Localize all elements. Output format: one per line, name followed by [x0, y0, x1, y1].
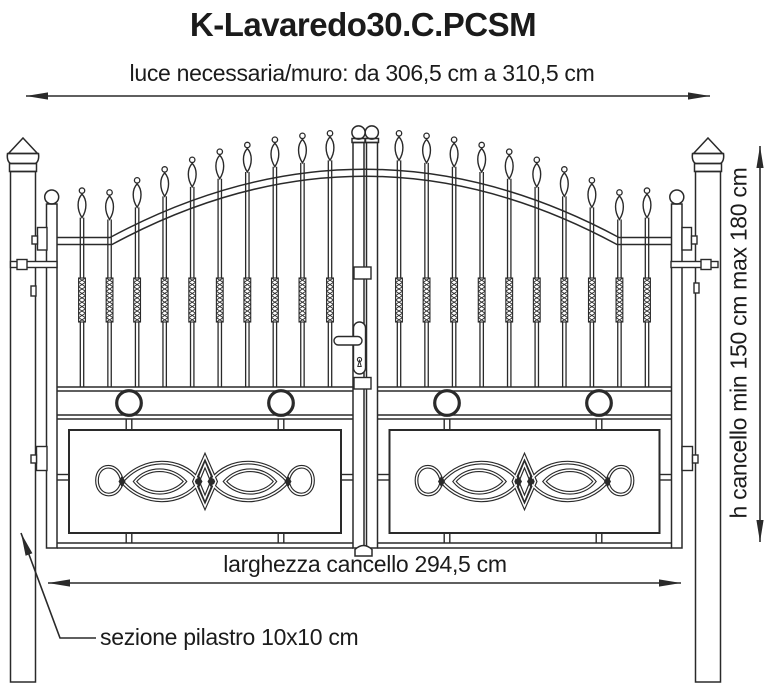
left-pillar-plate — [30, 285, 37, 297]
lower-right-hinge-bolt — [691, 454, 699, 464]
door-handle — [333, 335, 363, 346]
lower-right-hinge — [681, 445, 694, 472]
left-pillar — [6, 136, 40, 683]
panel-stubs — [57, 419, 672, 543]
left-pillar-body — [9, 170, 37, 683]
band-rings — [115, 389, 613, 417]
product-title: K-Lavaredo30.C.PCSM — [189, 6, 537, 43]
left-pillar-cap-point — [6, 136, 40, 155]
lock-set — [333, 266, 372, 390]
right-stile — [670, 203, 683, 549]
center-right-ball-finial — [364, 125, 380, 140]
upper-right-hinge — [681, 226, 693, 251]
horizontal-rails — [57, 386, 672, 549]
lower-left-hinge — [35, 445, 48, 472]
left-bracket-bar — [9, 260, 58, 269]
scroll-ornament-left — [95, 451, 315, 512]
left-pillar-cap-base — [8, 162, 38, 173]
latch-keep-upper — [353, 266, 372, 280]
right-pillar-plate — [693, 282, 700, 294]
right-pillar-body — [694, 170, 722, 683]
upper-left-hinge — [36, 226, 48, 251]
right-pillar-cap-point — [691, 136, 725, 155]
right-pillar-cap-base — [693, 162, 723, 173]
height-dimension-arrow — [756, 146, 764, 542]
left-bracket-buckle — [16, 258, 28, 271]
keyhole-slot — [357, 358, 362, 367]
upper-left-hinge-bolt — [31, 235, 39, 245]
center-right-post — [365, 141, 379, 549]
lock-escutcheon — [352, 321, 367, 375]
right-bracket-bar — [670, 260, 719, 269]
left-stile — [45, 203, 58, 549]
gate-width-label: larghezza cancello 294,5 cm — [223, 551, 507, 577]
pillar-leader-arrow — [20, 532, 96, 639]
left-stile-ball-finial — [43, 189, 60, 205]
scroll-ornament-right — [414, 451, 635, 512]
wall-clearance-label: luce necessaria/muro: da 306,5 cm a 310,… — [129, 60, 595, 86]
right-bracket-buckle — [700, 258, 712, 271]
pickets — [77, 130, 652, 387]
lower-left-hinge-bolt — [30, 454, 38, 464]
top-dimension-arrow — [26, 92, 710, 100]
right-pillar-cap-collar — [691, 152, 725, 165]
right-pillar — [691, 136, 725, 683]
center-left-ball-finial — [351, 125, 366, 140]
lower-panels — [68, 429, 661, 534]
width-dimension-arrow — [48, 579, 681, 587]
pillar-section-label: sezione pilastro 10x10 cm — [100, 624, 359, 650]
right-panel — [388, 429, 661, 534]
gate-height-label: h cancello min 150 cm max 180 cm — [725, 167, 752, 519]
hinges — [9, 226, 719, 472]
right-stile-ball-finial — [669, 189, 685, 205]
left-pillar-cap-collar — [6, 152, 40, 165]
upper-right-hinge-bolt — [690, 235, 698, 245]
latch-keep-lower — [353, 376, 372, 390]
left-panel — [68, 429, 342, 534]
center-ground-stop — [354, 544, 373, 557]
